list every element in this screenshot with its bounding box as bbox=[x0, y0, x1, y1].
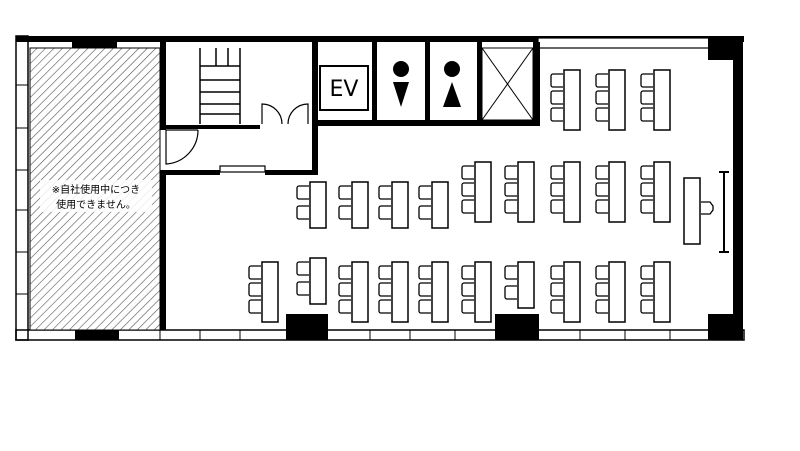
partition-wall bbox=[733, 60, 737, 314]
outer-walls bbox=[15, 35, 745, 341]
desk-rows-middle bbox=[296, 161, 671, 229]
desk-rows-front bbox=[248, 257, 671, 323]
shaft bbox=[481, 47, 534, 121]
lectern bbox=[683, 177, 714, 245]
mens-restroom-icon bbox=[393, 61, 409, 107]
unavailable-note-line2: 使用できません。 bbox=[56, 198, 136, 211]
womens-restroom-icon bbox=[443, 61, 461, 107]
elevator: EV bbox=[319, 65, 369, 111]
staircase bbox=[166, 48, 260, 124]
core-walls bbox=[160, 42, 540, 330]
doors bbox=[165, 103, 309, 173]
unavailable-note-line1: ※自社使用中につき bbox=[52, 183, 140, 196]
whiteboard bbox=[719, 171, 729, 253]
elevator-label: EV bbox=[330, 77, 359, 102]
unavailable-area: ※自社使用中につき 使用できません。 bbox=[29, 47, 161, 331]
window-mullions bbox=[16, 42, 671, 340]
desk-rows-back bbox=[550, 69, 671, 131]
